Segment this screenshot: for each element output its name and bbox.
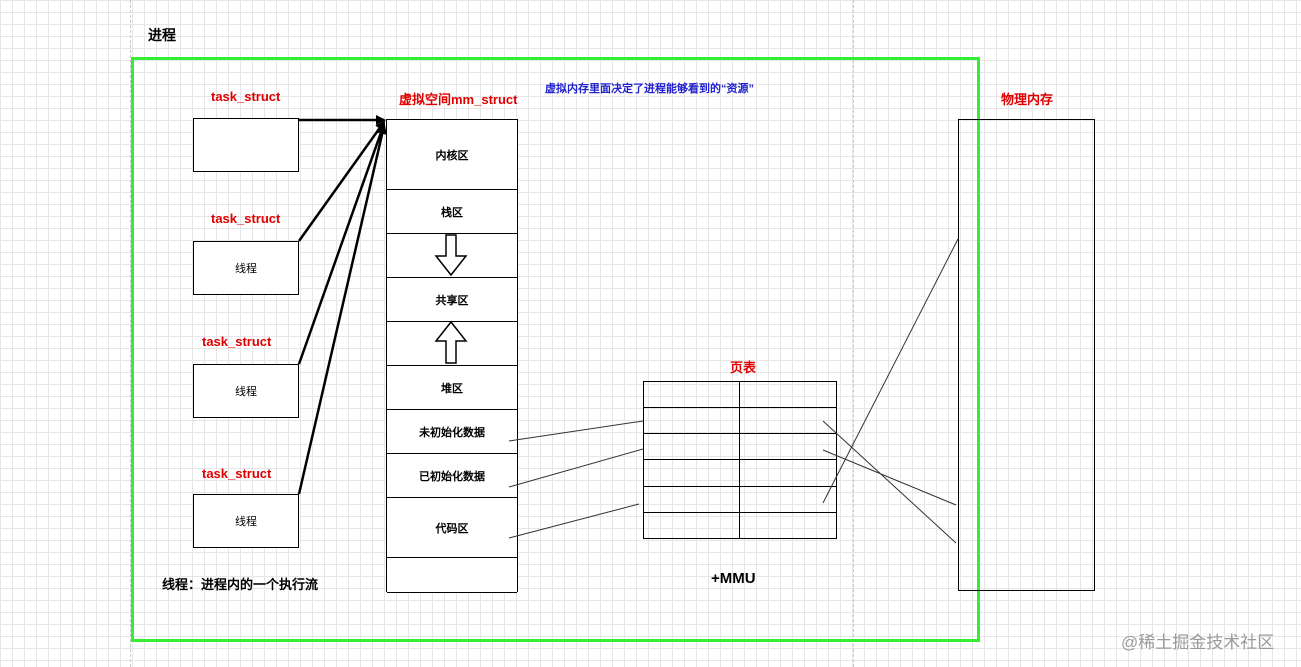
page-table-cell — [643, 381, 740, 408]
segment-heap-growth — [387, 322, 517, 366]
physical-memory-box — [958, 119, 1095, 591]
page-table-cell — [643, 433, 740, 461]
page-table-cell — [740, 512, 837, 540]
process-title: 进程 — [148, 27, 176, 43]
thread-note: 线程：进程内的一个执行流 — [162, 577, 319, 592]
page-table-cell — [740, 407, 837, 435]
guide-line-left — [130, 0, 131, 667]
segment-kernel: 内核区 — [387, 120, 517, 190]
virtual-memory-column: 内核区 栈区 共享区 堆区 未初始化数据 已初始化数据 代码区 — [386, 119, 518, 593]
page-table-cell — [643, 486, 740, 513]
segment-code: 代码区 — [387, 498, 517, 558]
page-table-cell — [643, 407, 740, 435]
page-table-cell — [643, 512, 740, 540]
segment-data: 已初始化数据 — [387, 454, 517, 498]
page-table-cell — [740, 381, 837, 408]
task-struct-label-2: task_struct — [211, 211, 281, 226]
process-frame — [131, 57, 980, 642]
task-struct-label-4: task_struct — [202, 466, 272, 481]
segment-stack: 栈区 — [387, 190, 517, 234]
segment-bottom — [387, 558, 517, 593]
page-table-label: 页表 — [730, 360, 757, 375]
page-table-cell — [643, 459, 740, 487]
mm-struct-title: 虚拟空间mm_struct — [399, 92, 518, 107]
page-table-cell — [740, 486, 837, 513]
page-table-cell — [740, 433, 837, 461]
thread-box-1: 线程 — [193, 241, 299, 295]
mm-note: 虚拟内存里面决定了进程能够看到的“资源” — [545, 83, 754, 95]
segment-heap: 堆区 — [387, 366, 517, 410]
physical-memory-label: 物理内存 — [1001, 92, 1054, 107]
page-table-cell — [740, 459, 837, 487]
thread-box-3: 线程 — [193, 494, 299, 548]
task-box-1 — [193, 118, 299, 172]
segment-shared: 共享区 — [387, 278, 517, 322]
segment-bss: 未初始化数据 — [387, 410, 517, 454]
segment-stack-growth — [387, 234, 517, 278]
mmu-label: +MMU — [711, 570, 756, 587]
thread-box-2: 线程 — [193, 364, 299, 418]
watermark: @稀土掘金技术社区 — [1121, 633, 1275, 652]
task-struct-label-1: task_struct — [211, 89, 281, 104]
task-struct-label-3: task_struct — [202, 334, 272, 349]
